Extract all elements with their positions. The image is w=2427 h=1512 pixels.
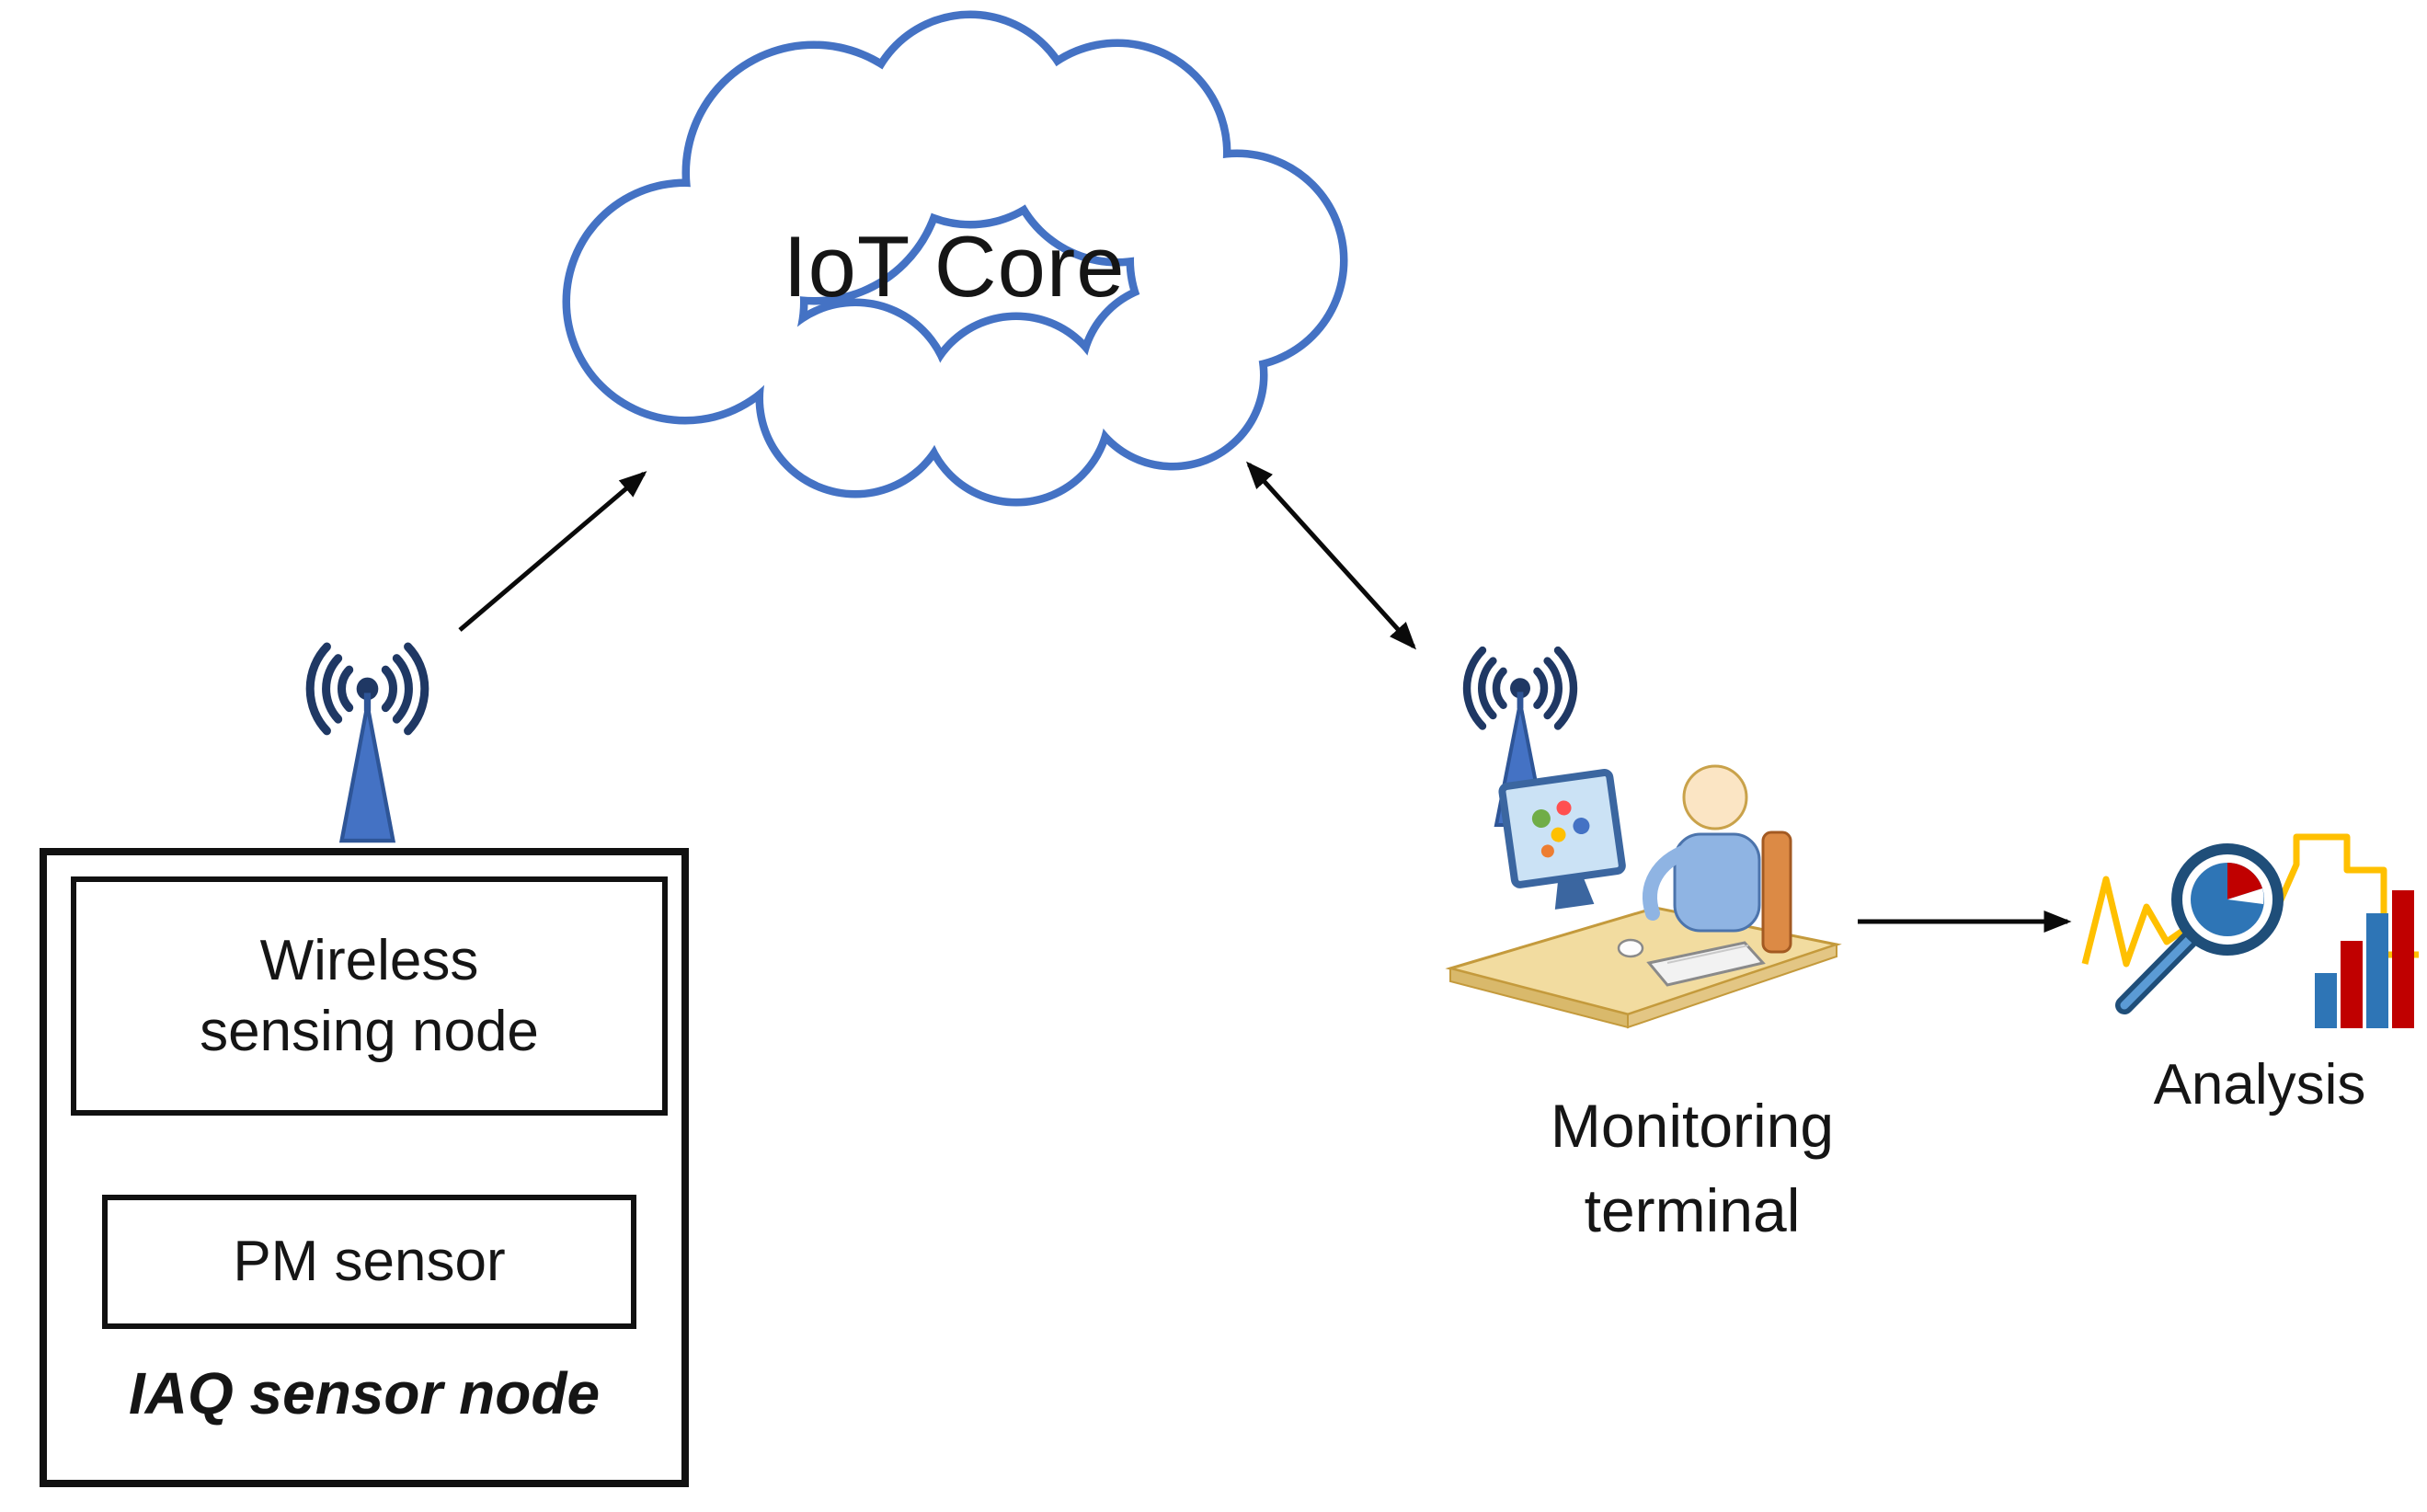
pie-chart-magnifier-icon: [2171, 843, 2284, 956]
monitoring-terminal-label: Monitoring terminal: [1490, 1083, 1895, 1254]
wireless-sensing-node-box: Wireless sensing node: [71, 876, 668, 1116]
wireless-box-label-line1: Wireless: [259, 928, 479, 992]
magnifier-with-charts-icon: [2081, 833, 2419, 1028]
cloud-icon: [562, 10, 1348, 507]
analysis-label: Analysis: [2153, 1053, 2366, 1117]
iot-core-cloud: IoT Core: [538, 7, 1370, 522]
wireless-box-label-line2: sensing node: [200, 1000, 539, 1063]
person-at-computer-icon: [1445, 764, 1842, 1029]
bar-chart-icon: [2315, 890, 2414, 1028]
cloud-label: IoT Core: [783, 218, 1126, 315]
pm-sensor-label: PM sensor: [233, 1230, 506, 1294]
monitoring-terminal-label-line2: terminal: [1584, 1176, 1801, 1245]
monitoring-terminal-label-line1: Monitoring: [1550, 1092, 1835, 1160]
left-wireless-antenna-icon: [305, 642, 429, 843]
pm-sensor-box: PM sensor: [102, 1195, 636, 1329]
iaq-sensor-node-box: Wireless sensing node PM sensor IAQ sens…: [40, 848, 689, 1487]
iaq-sensor-node-label: IAQ sensor node: [128, 1360, 601, 1426]
